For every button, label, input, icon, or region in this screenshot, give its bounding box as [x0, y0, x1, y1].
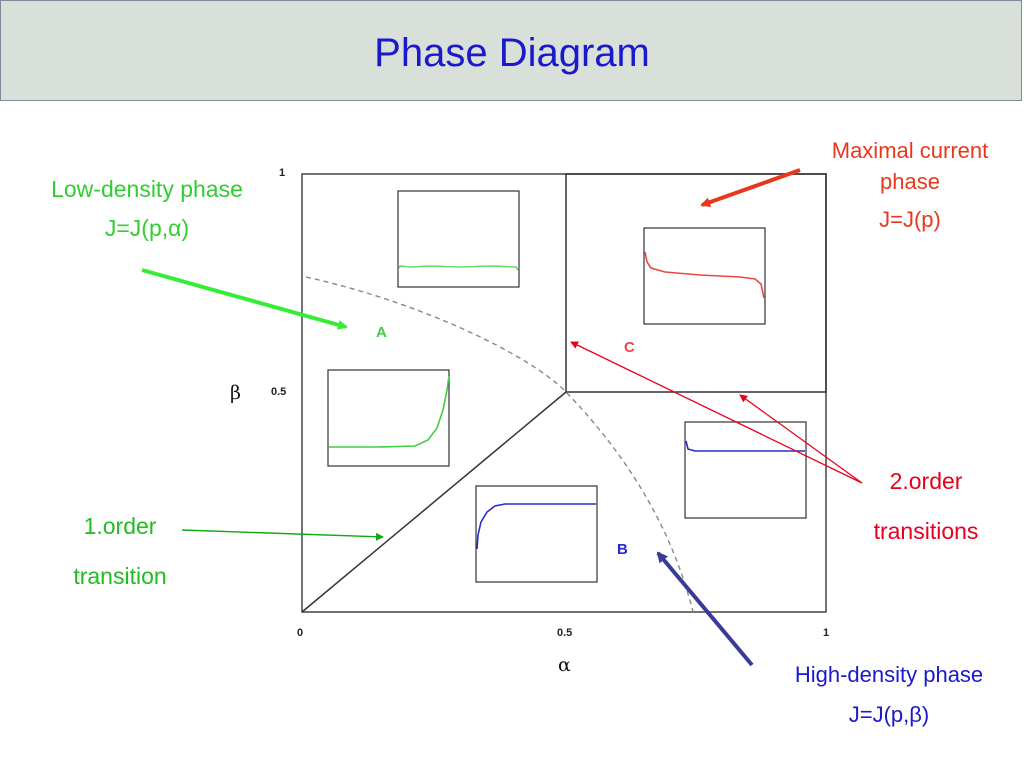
max-current-formula: J=J(p) [879, 207, 941, 232]
low-density-arrow [141, 268, 348, 330]
high-density-title: High-density phase [794, 662, 984, 687]
low-density-annotation: Low-density phase J=J(p,α) [22, 176, 272, 241]
inset-low-density-flat [397, 190, 520, 288]
y-axis-label: β [230, 382, 241, 404]
x-axis-label: α [558, 654, 571, 676]
first-order-arrow [181, 529, 384, 541]
slide-title: Phase Diagram [374, 31, 650, 75]
inset-low-density-rising [327, 369, 450, 467]
title-bar: Phase Diagram [0, 0, 1022, 101]
inset-high-density-saturating [475, 485, 598, 583]
region-c-boundary [565, 173, 827, 393]
high-density-arrow [656, 551, 754, 667]
max-current-annotation: Maximal current phase J=J(p) [800, 137, 1020, 233]
second-order-title: 2.order [889, 468, 963, 494]
x-tick-0: 0 [297, 627, 304, 639]
region-b-label: B [617, 541, 628, 558]
high-density-formula: J=J(p,β) [848, 702, 930, 727]
first-order-transition-line [301, 391, 567, 613]
max-current-arrow [700, 168, 801, 208]
second-order-arrow-lower [739, 394, 863, 484]
max-current-title-line2: phase [880, 169, 940, 194]
low-density-title: Low-density phase [51, 176, 243, 202]
second-order-annotation: 2.order transitions [846, 468, 1006, 544]
second-order-title-line2: transitions [873, 518, 979, 544]
plot-frame [301, 173, 827, 613]
region-a-label: A [376, 324, 387, 341]
first-order-title-line2: transition [73, 563, 167, 589]
y-tick-1: 1 [279, 167, 286, 179]
low-density-formula: J=J(p,α) [104, 215, 190, 241]
region-c-label: C [624, 339, 635, 356]
first-order-title: 1.order [83, 513, 157, 539]
x-tick-1: 1 [823, 627, 830, 639]
inset-max-current [643, 227, 766, 325]
high-density-annotation: High-density phase J=J(p,β) [760, 662, 1018, 728]
max-current-title: Maximal current [831, 138, 989, 163]
first-order-annotation: 1.order transition [40, 513, 200, 589]
second-order-arrow-upper [570, 341, 863, 484]
x-tick-0-5: 0.5 [557, 627, 573, 639]
inset-high-density-flat [684, 421, 807, 519]
y-tick-0-5: 0.5 [271, 386, 287, 398]
